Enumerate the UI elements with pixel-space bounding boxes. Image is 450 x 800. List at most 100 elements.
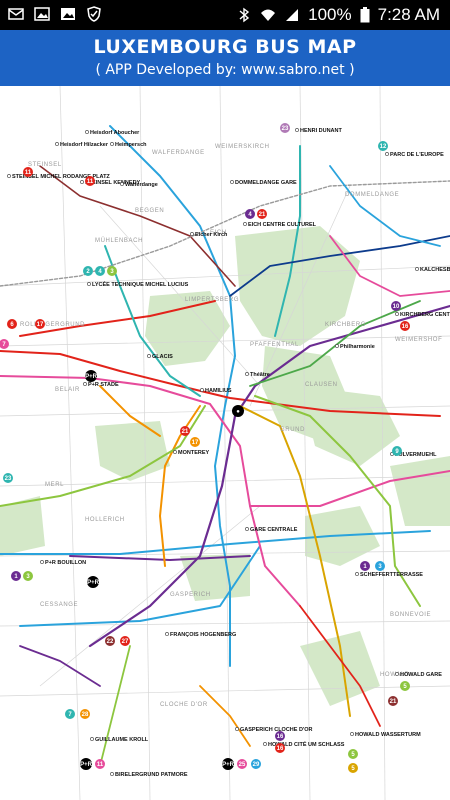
svg-text:6: 6 (10, 322, 14, 328)
bus-stop-marker[interactable] (395, 312, 399, 316)
bus-stop-marker[interactable] (335, 344, 339, 348)
svg-text:7: 7 (68, 712, 72, 718)
bus-stop-label[interactable]: SCHEFFERTTERRASSE (360, 572, 423, 578)
bus-stop-marker[interactable] (245, 372, 249, 376)
bus-stop-label[interactable]: PARC DE L'EUROPE (390, 152, 444, 158)
bus-stop-label[interactable]: MONTEREY (178, 450, 210, 456)
svg-text:5: 5 (403, 684, 407, 690)
bus-stop-marker[interactable] (40, 560, 44, 564)
district-label: KIRCHBERG (325, 322, 366, 328)
bus-stop-marker[interactable] (55, 142, 59, 146)
bus-stop-label[interactable]: Eicher Kirch (195, 232, 228, 238)
svg-text:2: 2 (86, 269, 90, 275)
bus-stop-label[interactable]: BIRELERGRUND PATMORE (115, 772, 188, 778)
bus-stop-label[interactable]: STEINSEL KENNEDY (85, 180, 141, 186)
bus-stop-label[interactable]: P+R BOUILLON (45, 560, 86, 566)
bluetooth-icon (239, 7, 250, 23)
bus-stop-label[interactable]: Philharmonie (340, 344, 375, 350)
battery-percent: 100% (308, 5, 352, 24)
bus-stop-label[interactable]: Heisdorf Aboucher (90, 130, 140, 136)
svg-text:21: 21 (182, 429, 189, 435)
bus-stop-marker[interactable] (110, 772, 114, 776)
bus-stop-marker[interactable] (243, 222, 247, 226)
svg-text:28: 28 (82, 712, 89, 718)
bus-stop-marker[interactable] (165, 632, 169, 636)
map-labels: WEIMERSKIRCHSTEINSELWALFERDANGEBEGGENEIC… (7, 128, 450, 778)
district-label: GASPERICH (170, 592, 211, 598)
svg-text:23: 23 (282, 126, 289, 132)
district-label: EICH (210, 230, 227, 236)
svg-text:3: 3 (26, 574, 30, 580)
svg-text:23: 23 (5, 476, 12, 482)
bus-stop-label[interactable]: KIRCHBERG CENTRE (400, 312, 450, 318)
svg-text:22: 22 (107, 639, 114, 645)
svg-text:4: 4 (98, 269, 102, 275)
battery-icon (360, 7, 370, 23)
bus-stop-marker[interactable] (83, 382, 87, 386)
svg-text:21: 21 (259, 212, 266, 218)
district-label: MÜHLENBACH (95, 237, 143, 244)
bus-stop-marker[interactable] (355, 572, 359, 576)
bus-stop-label[interactable]: FRANÇOIS HOGENBERG (170, 632, 236, 638)
bus-stop-marker[interactable] (110, 142, 114, 146)
bus-stop-label[interactable]: HOWALD WASSERTURM (355, 732, 421, 738)
bus-stop-label[interactable]: GARE CENTRALE (250, 527, 298, 533)
bus-stop-label[interactable]: HENRI DUNANT (300, 128, 343, 134)
district-label: BONNEVOIE (390, 612, 431, 618)
bus-stop-label[interactable]: Walferdange (125, 182, 158, 188)
bus-stop-marker[interactable] (200, 388, 204, 392)
bus-stop-marker[interactable] (147, 354, 151, 358)
bus-stop-label[interactable]: Heimpersch (115, 142, 147, 148)
bus-stop-label[interactable]: HAMILIUS (205, 388, 232, 394)
bus-stop-label[interactable]: PULVERMUEHL (395, 452, 437, 458)
bus-stop-marker[interactable] (87, 282, 91, 286)
bus-stop-label[interactable]: HOWALD CITÉ UM SCHLASS (268, 740, 345, 748)
svg-text:21: 21 (390, 699, 397, 705)
district-label: CESSANGE (40, 602, 78, 608)
bus-stop-label[interactable]: DOMMELDANGE GARE (235, 180, 297, 186)
svg-text:29: 29 (253, 762, 260, 768)
bus-stop-label[interactable]: STEINSEL MICHEL RODANGE PLATZ (12, 174, 110, 180)
svg-text:9: 9 (395, 449, 399, 455)
bus-stop-marker[interactable] (190, 232, 194, 236)
bus-stop-marker[interactable] (173, 450, 177, 454)
bus-stop-label[interactable]: Heisdorf Hilzacker (60, 142, 109, 148)
app-subtitle: ( APP Developed by: www.sabro.net ) (95, 62, 355, 78)
district-label: HOLLERICH (85, 517, 125, 523)
bus-stop-marker[interactable] (7, 174, 11, 178)
bus-stop-marker[interactable] (350, 732, 354, 736)
svg-text:11: 11 (87, 179, 94, 185)
bus-stop-label[interactable]: Théâtre (250, 372, 270, 378)
bus-stop-marker[interactable] (263, 742, 267, 746)
district-label: STEINSEL (28, 162, 62, 168)
svg-text:●: ● (236, 409, 240, 415)
bus-stop-marker[interactable] (295, 128, 299, 132)
bus-stop-label[interactable]: GUILLAUME KROLL (95, 737, 149, 743)
bus-stop-label[interactable]: LYCÉE TECHNIQUE MICHEL LUCIUS (92, 280, 189, 288)
bus-stop-marker[interactable] (415, 267, 419, 271)
district-label: WEIMERSKIRCH (215, 144, 270, 150)
bus-stop-marker[interactable] (85, 130, 89, 134)
bus-stop-marker[interactable] (395, 672, 399, 676)
district-label: GRUND (280, 427, 305, 433)
bus-stop-marker[interactable] (120, 182, 124, 186)
bus-stop-label[interactable]: GLACIS (152, 354, 173, 360)
bus-stop-marker[interactable] (230, 180, 234, 184)
district-label: BELAIR (55, 387, 80, 393)
bus-stop-marker[interactable] (385, 152, 389, 156)
bus-stop-label[interactable]: KALCHESBRÉCK (420, 265, 450, 273)
svg-text:P+R: P+R (87, 580, 100, 586)
bus-stop-label[interactable]: HOWALD GARE (400, 672, 442, 678)
bus-map-canvas[interactable]: WEIMERSKIRCHSTEINSELWALFERDANGEBEGGENEIC… (0, 86, 450, 800)
bus-stop-marker[interactable] (80, 180, 84, 184)
bus-stop-label[interactable]: GASPERICH CLOCHE D'OR (240, 727, 313, 733)
bus-stop-label[interactable]: EICH CENTRE CULTUREL (248, 222, 317, 228)
bus-stop-marker[interactable] (245, 527, 249, 531)
bus-stop-marker[interactable] (235, 727, 239, 731)
bus-stop-label[interactable]: P+R STADE (88, 382, 119, 388)
bus-stop-marker[interactable] (90, 737, 94, 741)
district-label: WALFERDANGE (152, 150, 205, 156)
svg-text:1: 1 (363, 564, 367, 570)
svg-text:5: 5 (351, 766, 355, 772)
